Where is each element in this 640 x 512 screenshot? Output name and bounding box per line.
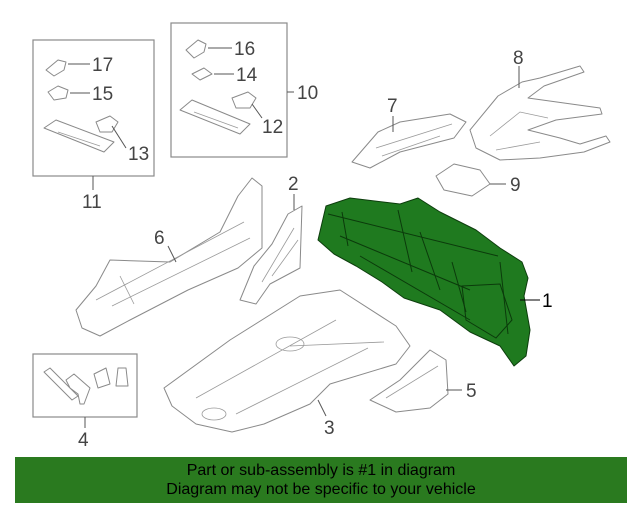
callout-13: 13 [128, 144, 149, 165]
part-16 [185, 39, 207, 59]
part-13-bar [43, 119, 115, 153]
callout-17: 17 [92, 55, 113, 76]
kit-box-11: 17 15 13 11 [32, 39, 155, 213]
kit-box-11-frame [32, 39, 155, 177]
part-15 [47, 85, 69, 101]
callout-16: 16 [234, 39, 255, 60]
callout-7: 7 [387, 96, 398, 117]
part-5: 5 [369, 349, 477, 413]
callout-11: 11 [82, 192, 102, 213]
banner-line-1: Part or sub-assembly is #1 in diagram [186, 462, 456, 479]
kit-box-4: 4 [32, 353, 138, 451]
parts-diagram: 17 15 13 11 16 14 12 10 7 8 9 [32, 22, 611, 451]
kit-box-10-frame [170, 22, 288, 158]
part-17 [45, 59, 67, 77]
callout-3: 3 [324, 418, 335, 439]
callout-2: 2 [288, 174, 299, 195]
callout-12: 12 [262, 117, 283, 138]
part-8: 8 [469, 48, 611, 161]
part-12-bar [179, 99, 251, 135]
part-7: 7 [351, 96, 467, 169]
part-3: 3 [163, 289, 411, 439]
part-1-highlighted: 1 [317, 197, 553, 367]
callout-4: 4 [78, 430, 89, 451]
part-13-clip [95, 115, 119, 133]
part-4-gun [65, 373, 91, 405]
part-6: 6 [75, 177, 263, 337]
banner-line-2: Diagram may not be specific to your vehi… [166, 481, 476, 498]
part-2: 2 [239, 174, 303, 305]
part-4-plug [115, 367, 129, 387]
info-banner: Part or sub-assembly is #1 in diagram Di… [15, 457, 627, 503]
callout-8: 8 [513, 48, 524, 69]
kit-box-10: 16 14 12 10 [170, 22, 318, 158]
part-12-clip [231, 91, 257, 109]
callout-14: 14 [236, 65, 258, 86]
callout-9: 9 [510, 175, 521, 196]
part-14 [191, 67, 213, 81]
callout-15: 15 [92, 84, 113, 105]
callout-6: 6 [154, 228, 165, 249]
callout-5: 5 [466, 381, 477, 402]
part-9: 9 [435, 163, 521, 197]
part-4-fastener [93, 367, 111, 389]
callout-1: 1 [542, 291, 553, 312]
callout-10: 10 [297, 83, 318, 104]
